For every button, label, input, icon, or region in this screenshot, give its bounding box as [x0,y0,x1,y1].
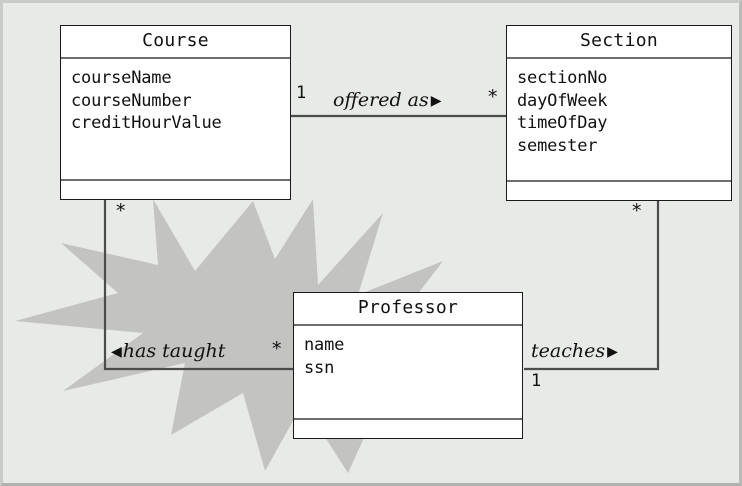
multiplicity-section-teaches: * [631,200,643,222]
association-label-text: offered as [333,89,429,111]
class-attributes-course: courseName courseNumber creditHourValue [61,59,290,181]
association-label-teaches: teaches▶ [531,342,618,361]
attribute-row: creditHourValue [71,113,222,134]
attribute-row: name [304,335,345,355]
association-label-has-taught: ◀has taught [111,342,225,361]
attribute-row: courseNumber [71,90,192,111]
association-label-text: teaches [531,340,606,362]
class-box-section[interactable]: Section sectionNo dayOfWeek timeOfDay se… [506,25,732,201]
class-operations-professor [294,420,522,438]
class-operations-course [61,181,290,199]
class-name-course: Course [61,26,290,59]
arrow-right-icon: ▶ [430,93,442,109]
class-name-professor: Professor [294,293,522,326]
attribute-row: semester [517,135,598,156]
class-box-professor[interactable]: Professor name ssn [293,292,523,439]
association-label-text: has taught [122,340,226,362]
class-name-section: Section [507,26,731,59]
multiplicity-course-has-taught: * [115,200,127,222]
attribute-row: dayOfWeek [517,90,608,111]
class-attributes-professor: name ssn [294,326,522,420]
attribute-row: courseName [71,68,172,88]
arrow-right-icon: ▶ [607,344,618,360]
attribute-row: timeOfDay [517,113,608,134]
multiplicity-section-offered-as: * [487,86,499,108]
class-box-course[interactable]: Course courseName courseNumber creditHou… [60,25,291,200]
attribute-row: ssn [304,357,335,378]
class-operations-section [507,182,731,200]
multiplicity-professor-has-taught: * [271,338,283,360]
association-label-offered-as: offered as▶ [333,91,442,110]
multiplicity-course-offered-as: 1 [296,83,307,103]
attribute-row: sectionNo [517,68,608,88]
class-attributes-section: sectionNo dayOfWeek timeOfDay semester [507,59,731,182]
arrow-left-icon: ◀ [111,344,122,360]
multiplicity-professor-teaches: 1 [531,371,542,391]
